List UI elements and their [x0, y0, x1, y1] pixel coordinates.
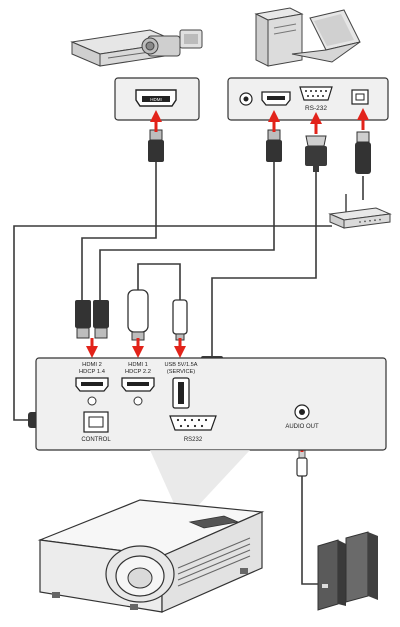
rs232-port-icon	[299, 86, 333, 101]
projector-io-panel: HDMI 2 HDCP 1.4 HDMI 1 HDCP 2.2 USB 5V/1…	[35, 357, 387, 451]
hdmi2-label: HDMI 2	[82, 362, 102, 368]
router-icon	[328, 194, 392, 229]
camcorder-icon	[141, 29, 203, 57]
hdmi-connector	[148, 129, 164, 162]
laptop-icon	[291, 9, 361, 63]
audio-cable	[301, 474, 320, 585]
hdmi-port-label: HDMI	[150, 97, 162, 102]
audio-out-label: AUDIO OUT	[285, 424, 319, 430]
hdmi1-label: HDMI 1	[128, 362, 148, 368]
audio-plug	[296, 449, 308, 477]
lan-cable-control	[13, 225, 332, 421]
hdmi-port-icon	[261, 91, 291, 106]
hdmi1-hdcp-label: HDCP 2.2	[125, 369, 151, 375]
usb-power-cable	[137, 263, 181, 300]
control-label: CONTROL	[81, 437, 111, 443]
usb-port-icon	[172, 377, 190, 409]
rs232-label: RS-232	[305, 105, 327, 112]
hdmi2-indicator-icon	[87, 396, 97, 406]
rs232-port-icon	[169, 415, 217, 431]
hdmi2-hdcp-label: HDCP 1.4	[79, 369, 106, 375]
lan-port-icon	[351, 89, 369, 105]
hdmi-port-icon	[135, 89, 177, 107]
control-port-icon	[83, 411, 109, 433]
hdmi-cable-1	[81, 160, 157, 300]
usb-label: USB 5V/1.5A	[165, 362, 198, 368]
hdmi-dongle	[127, 289, 149, 341]
audio-jack-icon	[239, 92, 253, 106]
rs232-connector	[305, 135, 327, 172]
projector-icon	[37, 499, 265, 613]
hdmi-connector	[93, 300, 109, 339]
cables	[13, 160, 364, 585]
hdmi1-port-icon	[121, 377, 155, 392]
hdmi2-port-icon	[75, 377, 109, 392]
usb-connector	[172, 299, 188, 341]
audio-out-port-icon	[294, 404, 310, 420]
zoom-callout	[150, 450, 250, 508]
source-panel-left: HDMI	[114, 77, 200, 121]
hdmi1-indicator-icon	[133, 396, 143, 406]
hdmi-connector	[266, 129, 282, 162]
lan-connector	[355, 131, 371, 174]
hdmi-cable-2	[99, 160, 275, 300]
usb-service-label: (SERVICE)	[167, 369, 195, 375]
rs232-panel-label: RS232	[184, 437, 203, 443]
desktop-computer-icon	[254, 7, 304, 67]
speakers-icon	[317, 531, 378, 611]
source-panel-right: RS-232	[227, 77, 389, 121]
rs232-cable	[211, 168, 317, 356]
hdmi-connector	[75, 300, 91, 339]
